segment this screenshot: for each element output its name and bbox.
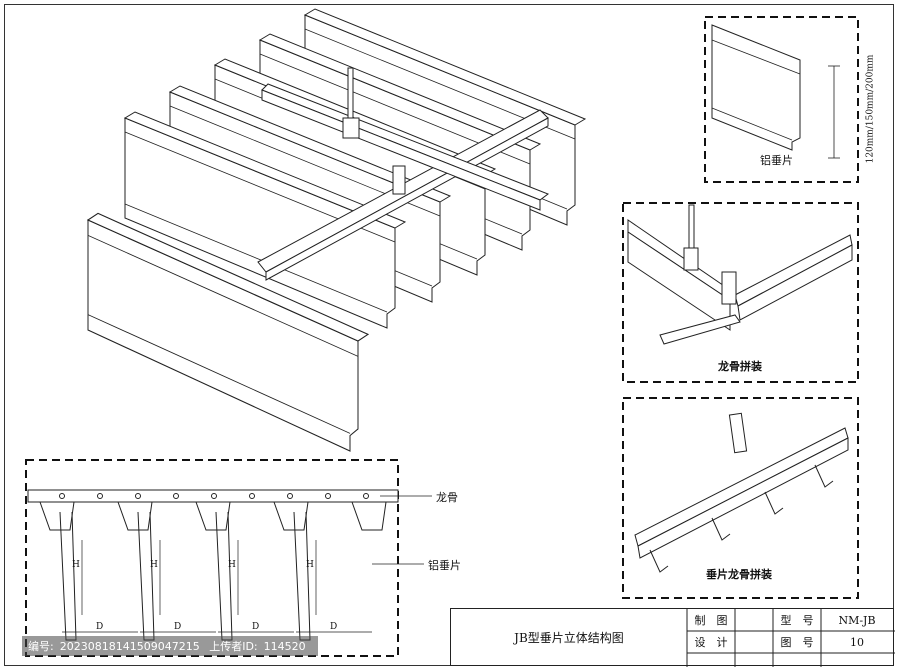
aluminum-panel-label: 铝垂片 [760, 154, 793, 167]
dim-h-label-1: H [72, 560, 80, 570]
id-value: 20230818141509047215 [59, 640, 200, 653]
keel-detail-box [622, 202, 859, 383]
dim-d-label-1: D [96, 622, 104, 632]
panel-detail-drawing [711, 24, 840, 159]
dim-h-label-3: H [228, 560, 236, 570]
keel-assembly-label: 龙骨拼装 [718, 360, 762, 373]
drawing-frame [4, 4, 894, 666]
dim-d-label-2: D [174, 622, 182, 632]
dim-h-label-4: H [306, 560, 314, 570]
main-assembly [87, 8, 586, 452]
footer-stamp: 编号: 20230818141509047215 上传者ID: 114520 [22, 636, 318, 656]
title-block: JB型垂片立体结构图 制 图 设 计 型 号 NM-JB 图 号 10 [450, 608, 895, 667]
height-options-label: 120mm/150mm/200mm [865, 54, 876, 164]
uploader-label: 上传者ID: [209, 640, 258, 653]
section-detail-box [25, 459, 399, 657]
id-label: 编号: [28, 640, 54, 653]
keel-detail-drawing [627, 204, 853, 345]
drawn-label: 制 图 [694, 614, 728, 627]
dim-d-label-3: D [252, 622, 260, 632]
uploader-value: 114520 [263, 640, 306, 653]
model-label: 型 号 [780, 614, 814, 627]
keel-label: 龙骨 [436, 491, 458, 504]
design-label: 设 计 [694, 636, 728, 649]
aluminum-panel-side-label: 铝垂片 [428, 559, 461, 572]
model-value: NM-JB [838, 613, 876, 627]
dim-h-label-2: H [150, 560, 158, 570]
section-detail-drawing [27, 489, 432, 641]
drawing-no-label: 图 号 [780, 636, 814, 649]
panel-keel-detail-drawing [634, 412, 849, 573]
panel-detail-box [704, 16, 859, 183]
drawing-title: JB型垂片立体结构图 [514, 630, 624, 645]
drawing-no-value: 10 [850, 635, 864, 649]
dim-d-label-4: D [330, 622, 338, 632]
panel-keel-detail-box [622, 397, 859, 599]
panel-keel-assembly-label: 垂片龙骨拼装 [706, 568, 772, 581]
